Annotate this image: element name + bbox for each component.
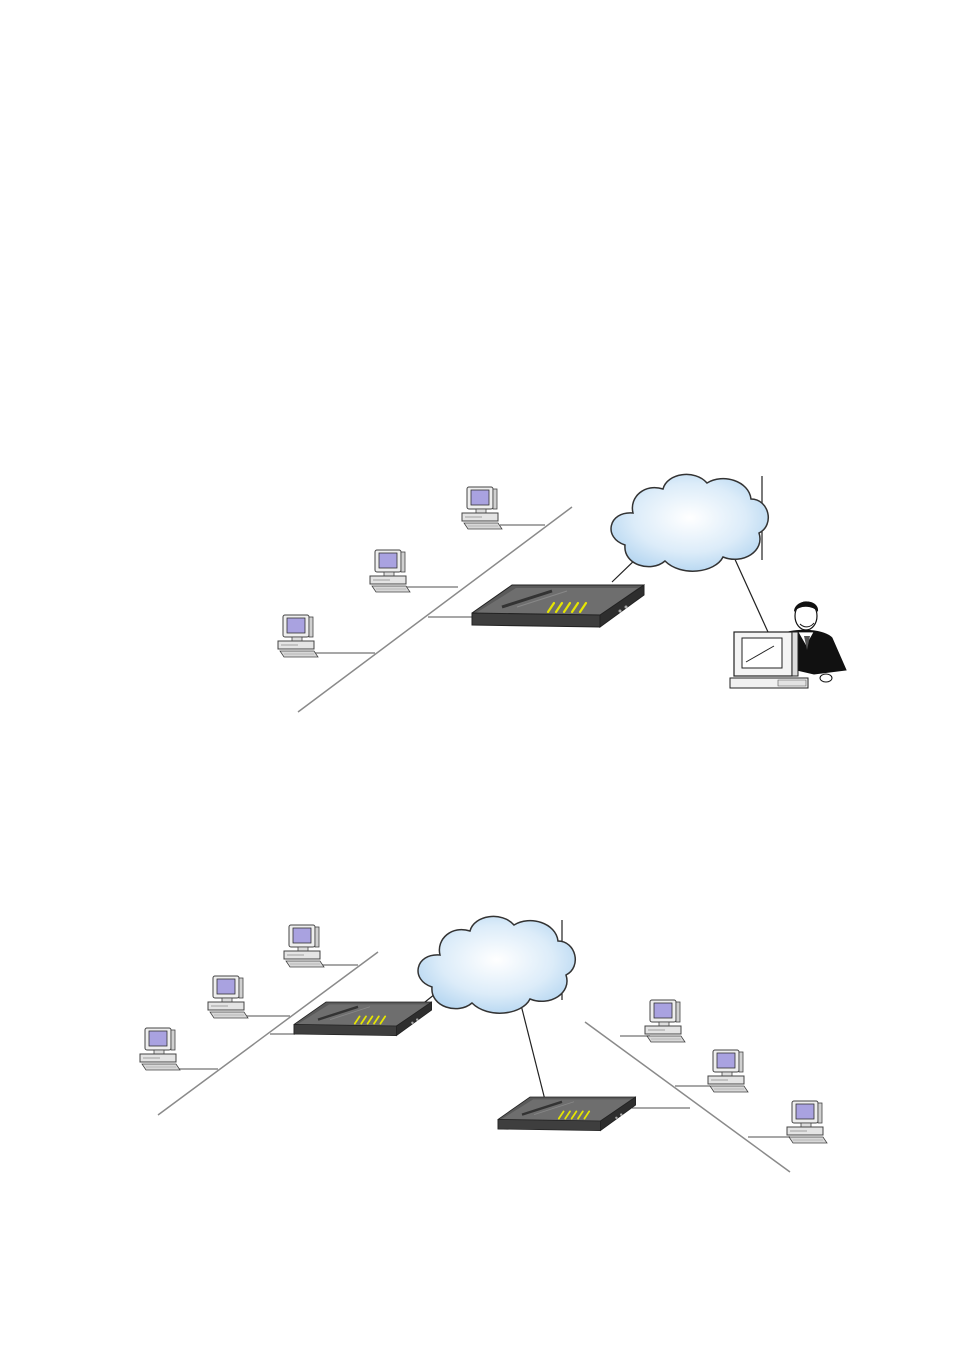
desktop-computer-icon (284, 925, 324, 967)
desktop-computer-icon (462, 487, 502, 529)
cloud-user-link (733, 555, 768, 632)
diagram-lan-to-lan (140, 916, 827, 1172)
router-icon (498, 1097, 636, 1131)
router-icon (294, 1002, 432, 1036)
desktop-computer-icon (370, 550, 410, 592)
desktop-computer-icon (140, 1028, 180, 1070)
router-icon (472, 585, 644, 627)
diagram-remote-access (278, 474, 846, 712)
desktop-computer-icon (278, 615, 318, 657)
desktop-computer-icon (787, 1101, 827, 1143)
desktop-computer-icon (208, 976, 248, 1018)
desktop-computer-icon (708, 1050, 748, 1092)
desktop-computer-icon (645, 1000, 685, 1042)
cloud-icon (418, 916, 575, 1013)
cloud-site-b-router-link (518, 993, 545, 1100)
cloud-icon (611, 474, 768, 571)
businessman-at-computer-icon (730, 602, 846, 689)
